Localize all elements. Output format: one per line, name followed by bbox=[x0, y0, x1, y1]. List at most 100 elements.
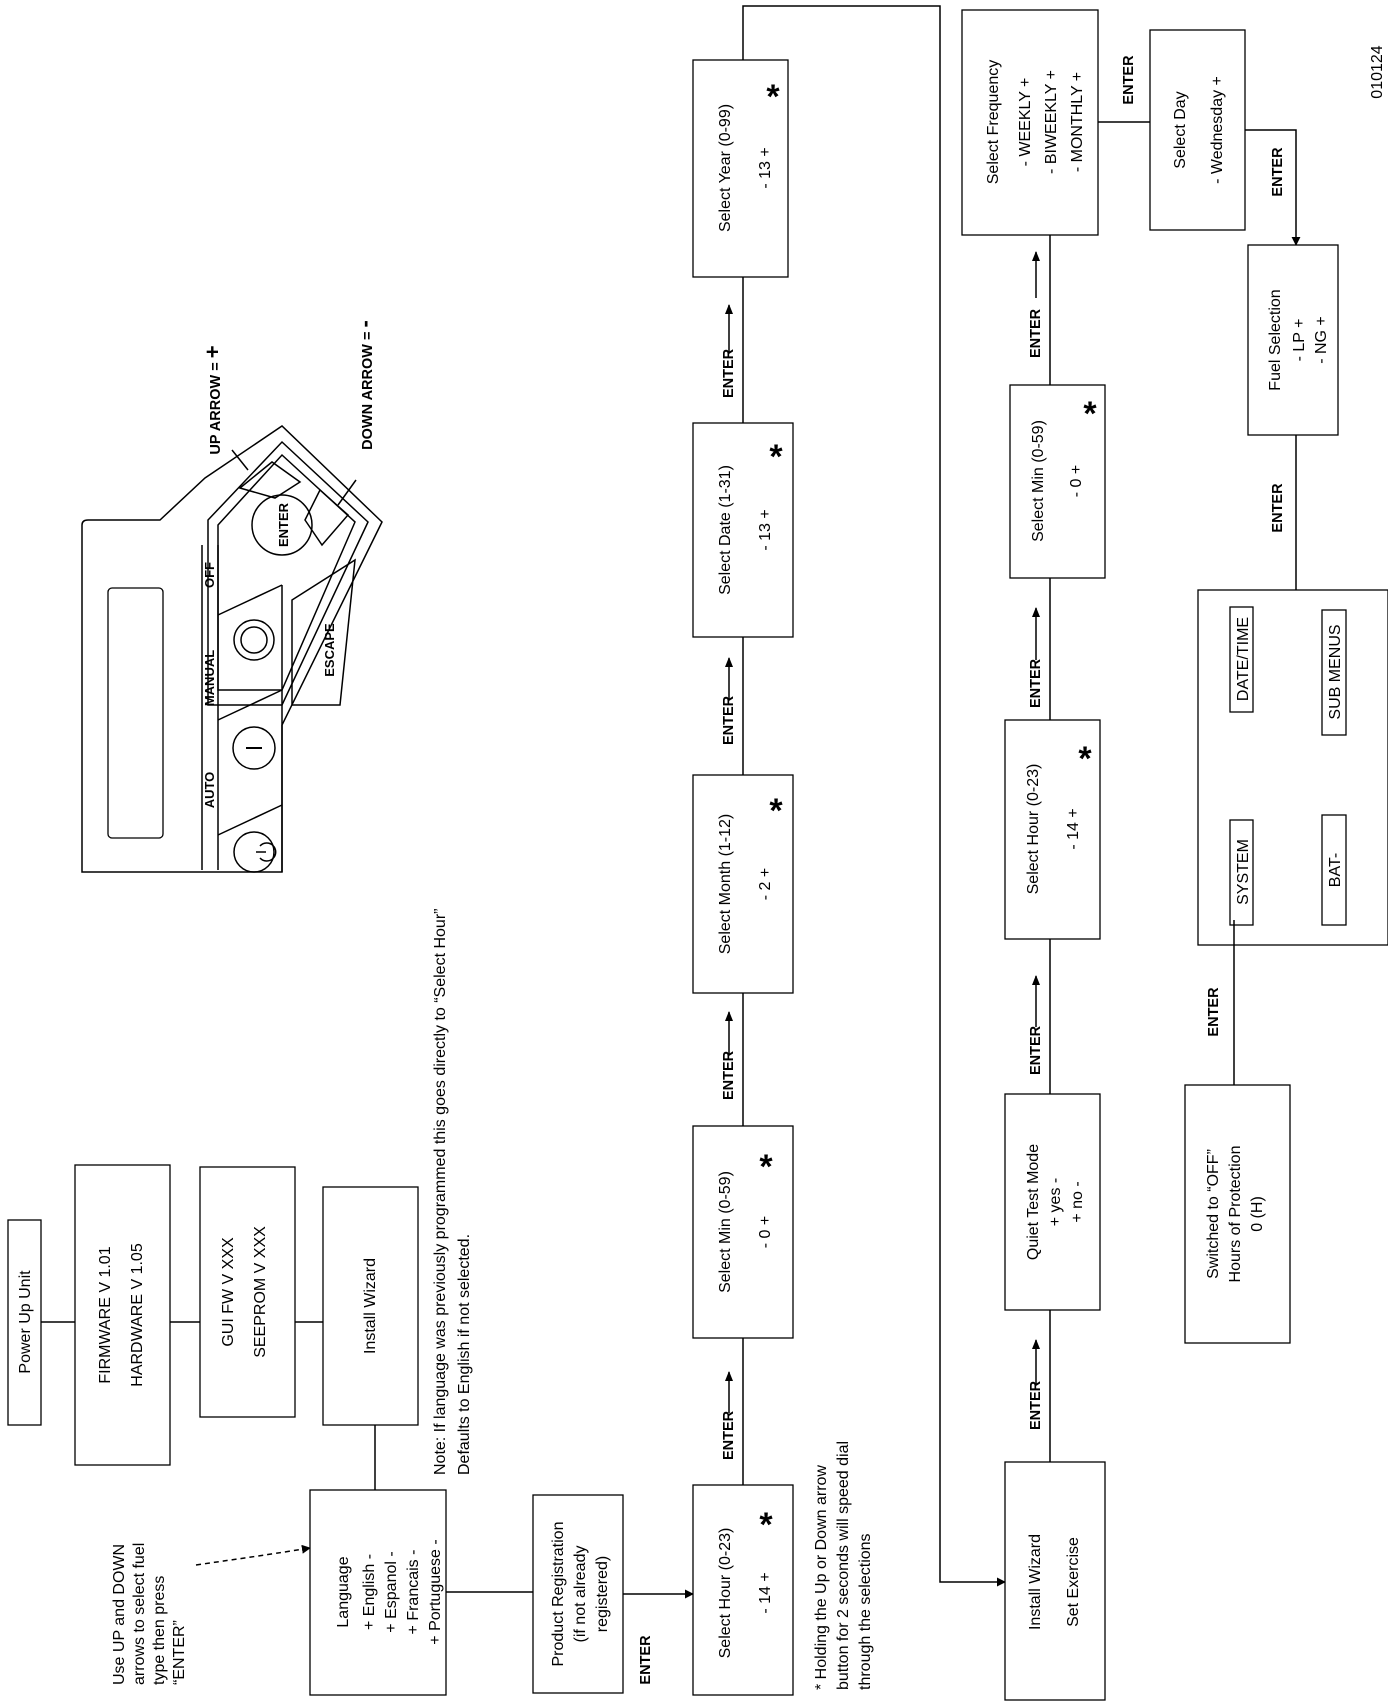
product-registration-line-1: Product Registration bbox=[550, 1522, 567, 1667]
up-arrow-callout-text: UP ARROW = bbox=[208, 358, 224, 454]
connector-year-to-exercise bbox=[742, 5, 1006, 1587]
select-date-value: - 13 + bbox=[757, 509, 774, 550]
up-arrow-leader bbox=[231, 449, 249, 471]
fuel-opt-ng: - NG + bbox=[1313, 316, 1330, 364]
firmware-line: FIRMWARE V 1.01 bbox=[97, 1246, 114, 1383]
set-exercise-line-1: Install Wizard bbox=[1027, 1534, 1044, 1630]
speed-dial-asterisk: * bbox=[769, 438, 783, 476]
enter-label: ENTER bbox=[721, 348, 737, 398]
mode-off-label: OFF bbox=[202, 562, 217, 588]
select-date-box bbox=[692, 422, 794, 638]
switched-off-line-2: Hours of Protection bbox=[1227, 1146, 1244, 1283]
footnote-line-1: * Holding the Up or Down arrow bbox=[813, 1465, 830, 1690]
panel-outline bbox=[81, 425, 383, 873]
enter-label: ENTER bbox=[721, 1050, 737, 1100]
select-day-box bbox=[1149, 29, 1246, 231]
select-min-2-value: - 0 + bbox=[1068, 465, 1085, 497]
power-up-label: Power Up Unit bbox=[17, 1270, 34, 1374]
fuel-hint-line-3: type then press bbox=[151, 1576, 168, 1685]
keypad-outer bbox=[207, 440, 369, 706]
gui-fw-line: GUI FW V XXX bbox=[220, 1237, 237, 1347]
quiet-test-title: Quiet Test Mode bbox=[1025, 1144, 1042, 1260]
menu-system-label: SYSTEM bbox=[1235, 839, 1252, 905]
switched-off-line-3: 0 (H) bbox=[1249, 1196, 1266, 1232]
figure-id: 010124 bbox=[1369, 45, 1386, 98]
select-min-title: Select Min (0-59) bbox=[717, 1171, 734, 1293]
install-wizard-box bbox=[322, 1186, 419, 1426]
select-hour-title: Select Hour (0-23) bbox=[717, 1528, 734, 1659]
off-button[interactable] bbox=[233, 619, 275, 661]
select-day-title: Select Day bbox=[1172, 91, 1189, 168]
mode-divider bbox=[217, 804, 283, 836]
language-opt-english: + English - bbox=[361, 1554, 378, 1630]
select-month-title: Select Month (1-12) bbox=[717, 814, 734, 955]
fuel-selection-title: Fuel Selection bbox=[1267, 289, 1284, 390]
select-hour-2-title: Select Hour (0-23) bbox=[1025, 764, 1042, 895]
language-box bbox=[309, 1489, 447, 1696]
enter-label: ENTER bbox=[1028, 658, 1044, 708]
frequency-opt-monthly: - MONTHLY + bbox=[1069, 72, 1086, 172]
fuel-selection-box bbox=[1247, 244, 1339, 436]
menu-datetime-label: DATE/TIME bbox=[1235, 617, 1252, 701]
escape-button-outline[interactable] bbox=[291, 558, 356, 706]
enter-label: ENTER bbox=[1028, 1380, 1044, 1430]
fuel-hint-line-4: “ENTER” bbox=[171, 1620, 188, 1685]
frequency-opt-weekly: - WEEKLY + bbox=[1017, 78, 1034, 167]
select-frequency-title: Select Frequency bbox=[985, 60, 1002, 185]
switched-off-box bbox=[1184, 1084, 1291, 1344]
select-frequency-box bbox=[961, 9, 1099, 236]
enter-label: ENTER bbox=[721, 1410, 737, 1460]
seeprom-line: SEEPROM V XXX bbox=[252, 1226, 269, 1358]
menu-submenus-label: SUB MENUS bbox=[1327, 624, 1344, 719]
enter-label: ENTER bbox=[1121, 55, 1137, 105]
select-month-box bbox=[692, 774, 794, 994]
select-year-value: - 13 + bbox=[757, 147, 774, 188]
down-arrow-callout-text: DOWN ARROW = bbox=[360, 328, 376, 450]
select-hour-box bbox=[692, 1484, 794, 1696]
footnote-line-2: button for 2 seconds will speed dial bbox=[835, 1441, 852, 1690]
select-hour-2-box bbox=[1004, 719, 1101, 940]
connector-day-to-fuel bbox=[1245, 129, 1301, 246]
menu-submenus-box bbox=[1321, 609, 1347, 736]
select-min-2-title: Select Min (0-59) bbox=[1030, 420, 1047, 542]
enter-button-label: ENTER bbox=[276, 502, 291, 547]
down-arrow-leader bbox=[337, 479, 357, 506]
note-line-1: Note: If language was previously program… bbox=[432, 909, 449, 1475]
main-menu-box bbox=[1197, 589, 1388, 946]
product-registration-box bbox=[532, 1494, 624, 1694]
select-year-title: Select Year (0-99) bbox=[717, 104, 734, 232]
mode-divider bbox=[217, 689, 283, 721]
product-registration-line-3: registered) bbox=[594, 1556, 611, 1632]
quiet-test-opt-no: + no - bbox=[1069, 1181, 1086, 1222]
select-hour-value: - 14 + bbox=[757, 1572, 774, 1613]
down-arrow-callout: DOWN ARROW = - bbox=[352, 320, 377, 450]
auto-button[interactable] bbox=[233, 831, 277, 873]
gui-box bbox=[199, 1166, 296, 1418]
select-min-value: - 0 + bbox=[757, 1216, 774, 1248]
down-arrow-symbol: - bbox=[352, 320, 377, 327]
quiet-test-box bbox=[1004, 1093, 1101, 1311]
set-exercise-line-2: Set Exercise bbox=[1065, 1537, 1082, 1627]
firmware-box bbox=[74, 1164, 171, 1466]
escape-button-label: ESCAPE bbox=[322, 623, 337, 677]
language-opt-espanol: + Espanol - bbox=[383, 1551, 400, 1632]
select-month-value: - 2 + bbox=[757, 868, 774, 900]
speed-dial-asterisk: * bbox=[769, 792, 783, 830]
hint-dashed-arrow bbox=[195, 1544, 311, 1566]
fuel-hint-line-2: arrows to select fuel bbox=[131, 1543, 148, 1685]
select-day-value: - Wednesday + bbox=[1209, 76, 1226, 184]
manual-button[interactable] bbox=[232, 726, 276, 770]
menu-system-box bbox=[1229, 819, 1254, 926]
power-up-box bbox=[7, 1219, 42, 1426]
hardware-line: HARDWARE V 1.05 bbox=[129, 1243, 146, 1387]
enter-label: ENTER bbox=[638, 1635, 654, 1685]
enter-button[interactable]: ENTER bbox=[251, 494, 313, 556]
down-arrow-button[interactable] bbox=[304, 488, 350, 547]
speed-dial-asterisk: * bbox=[766, 78, 780, 116]
enter-label: ENTER bbox=[1028, 308, 1044, 358]
up-arrow-button[interactable] bbox=[238, 461, 302, 499]
install-wizard-label: Install Wizard bbox=[362, 1258, 379, 1354]
enter-label: ENTER bbox=[1270, 483, 1286, 533]
speed-dial-asterisk: * bbox=[1083, 395, 1097, 433]
note-line-2: Defaults to English if not selected. bbox=[456, 1234, 473, 1475]
